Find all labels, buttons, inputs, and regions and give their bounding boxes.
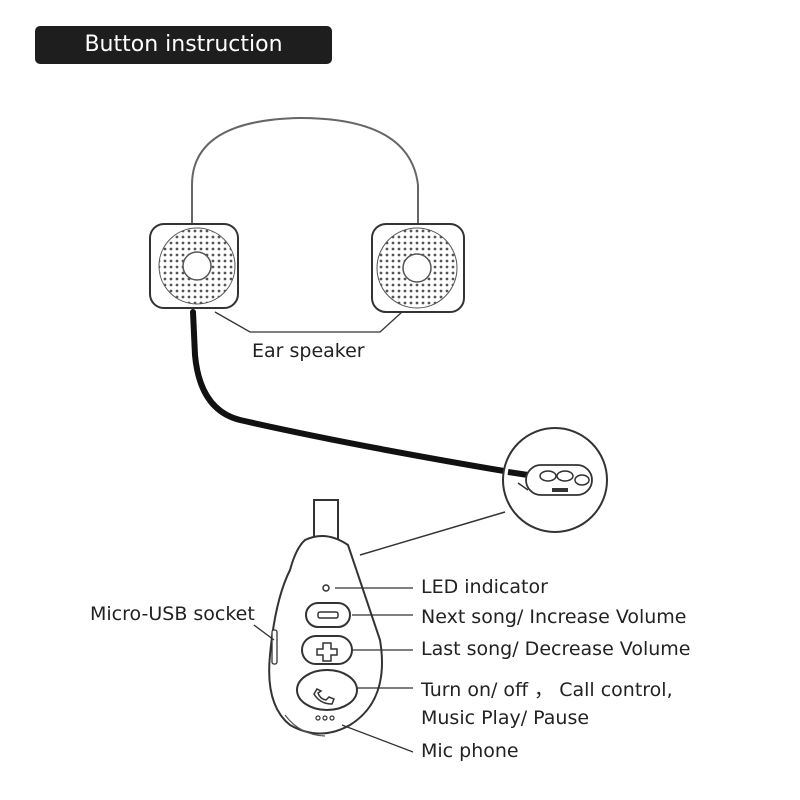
call-button: [296, 669, 358, 711]
ear-speaker-bracket: [214, 311, 403, 333]
title-text: Button instruction: [84, 32, 283, 57]
zoom-pointers: [359, 482, 529, 556]
usb-slot: [271, 629, 278, 665]
next-button: [305, 602, 351, 628]
last-song-label: Last song/ Decrease Volume: [421, 638, 691, 660]
title-banner: Button instruction: [35, 26, 332, 64]
next-song-label: Next song/ Increase Volume: [421, 606, 687, 628]
cable: [190, 309, 513, 475]
right-ear-speaker: [371, 223, 465, 313]
mic-phone-label: Mic phone: [421, 740, 519, 762]
left-ear-speaker: [149, 223, 239, 309]
headband: [191, 116, 419, 230]
turn-on-label-line2: Music Play/ Pause: [421, 707, 590, 729]
mic-holes: [315, 715, 335, 721]
micro-usb-socket-label: Micro-USB socket: [90, 603, 255, 625]
label-pointers: [253, 587, 414, 753]
turn-on-label: Turn on/ off ， Call control, Music Play/…: [421, 676, 673, 732]
led-dot: [322, 584, 330, 592]
ear-speaker-label: Ear speaker: [252, 340, 365, 362]
remote-controller: [268, 499, 383, 737]
turn-on-label-line1: Turn on/ off ， Call control,: [421, 679, 673, 701]
last-button: [301, 635, 353, 665]
led-indicator-label: LED indicator: [421, 576, 548, 598]
zoom-circle: [502, 427, 608, 533]
